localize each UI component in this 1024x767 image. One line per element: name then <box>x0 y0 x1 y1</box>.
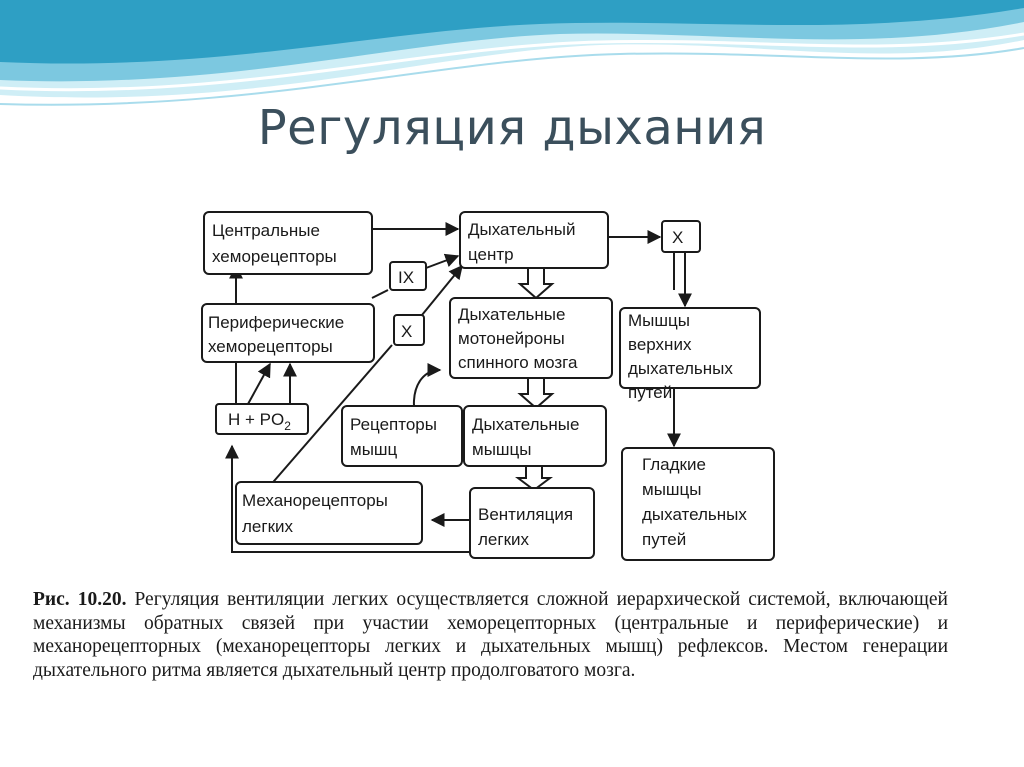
svg-text:Вентиляция: Вентиляция <box>478 505 573 524</box>
svg-text:Периферические: Периферические <box>208 313 344 332</box>
node-respiratory-center: Дыхательный центр <box>459 211 609 269</box>
block-arrow-muscles-to-ventilation <box>515 465 553 492</box>
line-mechano-to-x <box>267 344 393 489</box>
svg-text:мышцы: мышцы <box>642 480 702 499</box>
svg-text:X: X <box>401 322 412 341</box>
node-muscle-receptors: Рецепторы мышц <box>341 405 463 467</box>
arrow-x-to-center <box>421 264 463 316</box>
svg-text:верхних: верхних <box>628 335 692 354</box>
line-peripheral-to-ix <box>371 289 389 299</box>
node-upper-airway-muscles: Мышцы верхних дыхательных путей <box>619 307 761 402</box>
svg-text:хеморецепторы: хеморецепторы <box>212 247 337 266</box>
svg-text:путей: путей <box>642 530 686 549</box>
svg-text:легких: легких <box>242 517 294 536</box>
figure-caption-label: Рис. 10.20. <box>33 589 127 610</box>
block-arrow-center-to-motoneurons <box>517 267 555 300</box>
node-nerve-x-mid: X <box>393 314 425 346</box>
node-respiratory-muscles: Дыхательные мышцы <box>463 405 607 467</box>
arrow-hpo2-diag <box>247 362 271 405</box>
svg-text:Мышцы: Мышцы <box>628 311 690 330</box>
node-smooth-muscles: Гладкие мышцы дыхательных путей <box>621 447 775 561</box>
node-central-chemoreceptors: Центральные хеморецепторы <box>203 211 373 275</box>
svg-text:мотонейроны: мотонейроны <box>458 329 565 348</box>
svg-text:Дыхательные: Дыхательные <box>472 415 579 434</box>
svg-text:Центральные: Центральные <box>212 221 320 240</box>
node-nerve-ix: IX <box>389 261 427 291</box>
svg-text:Дыхательные: Дыхательные <box>458 305 565 324</box>
node-lung-mechanoreceptors: Механорецепторы легких <box>235 481 423 545</box>
svg-text:X: X <box>672 228 683 247</box>
arrow-ix-to-center <box>425 253 460 269</box>
node-motoneurons: Дыхательные мотонейроны спинного мозга <box>449 297 613 379</box>
svg-text:Гладкие: Гладкие <box>642 455 706 474</box>
node-h-po2: H + PO2 <box>215 403 309 435</box>
svg-text:спинного мозга: спинного мозга <box>458 353 578 372</box>
node-nerve-x-top: X <box>661 220 701 253</box>
svg-text:Рецепторы: Рецепторы <box>350 415 437 434</box>
header-waves-decoration <box>0 0 1024 106</box>
figure-caption-text: Регуляция вентиляции легких осуществляет… <box>33 589 948 681</box>
node-peripheral-chemoreceptors: Периферические хеморецепторы <box>201 303 375 363</box>
svg-text:Механорецепторы: Механорецепторы <box>242 491 388 510</box>
svg-text:IX: IX <box>398 268 414 287</box>
diagram-block-arrows <box>515 267 555 492</box>
svg-text:путей: путей <box>628 383 672 402</box>
svg-text:Дыхательный: Дыхательный <box>468 220 576 239</box>
node-lung-ventilation: Вентиляция легких <box>469 487 595 559</box>
block-arrow-motoneurons-to-muscles <box>517 377 555 410</box>
svg-text:мышцы: мышцы <box>472 440 532 459</box>
figure-caption: Рис. 10.20. Регуляция вентиляции легких … <box>33 588 948 682</box>
svg-text:H + PO2: H + PO2 <box>228 410 291 433</box>
svg-text:дыхательных: дыхательных <box>628 359 733 378</box>
slide-title: Регуляция дыхания <box>257 100 767 156</box>
svg-text:хеморецепторы: хеморецепторы <box>208 337 333 356</box>
svg-text:дыхательных: дыхательных <box>642 505 747 524</box>
svg-text:легких: легких <box>478 530 530 549</box>
svg-text:мышц: мышц <box>350 440 398 459</box>
svg-text:центр: центр <box>468 245 514 264</box>
